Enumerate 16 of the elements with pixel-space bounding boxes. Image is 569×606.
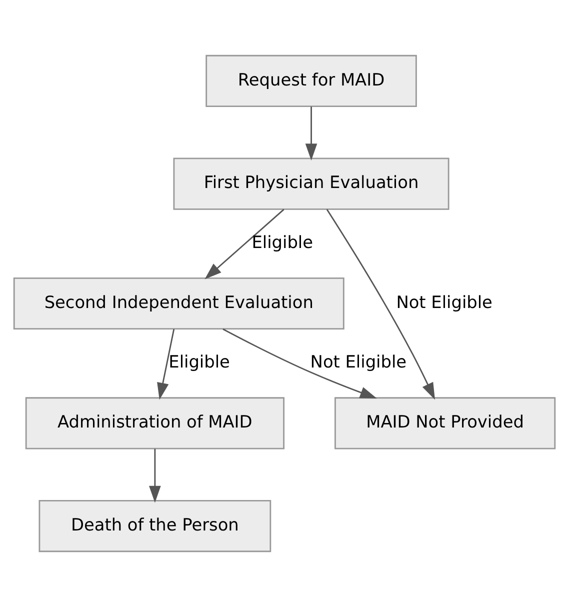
arrow: [157, 328, 175, 400]
arrow: [204, 208, 284, 279]
arrow: [305, 106, 318, 160]
edge-label: Not Eligible: [310, 351, 407, 372]
node-box: First Physician Evaluation: [173, 157, 450, 210]
arrow: [149, 448, 161, 502]
arrow: [222, 328, 377, 398]
node-box: Second Independent Evaluation: [13, 276, 344, 330]
edge-label: Not Eligible: [396, 291, 492, 312]
arrow: [326, 208, 435, 400]
edge-label: Eligible: [168, 351, 230, 372]
node-box: Death of the Person: [38, 499, 272, 552]
node-box: MAID Not Provided: [334, 396, 556, 449]
edge-label: Eligible: [252, 232, 314, 252]
node-box: Administration of MAID: [25, 396, 284, 449]
node-box: Request for MAID: [206, 54, 417, 107]
